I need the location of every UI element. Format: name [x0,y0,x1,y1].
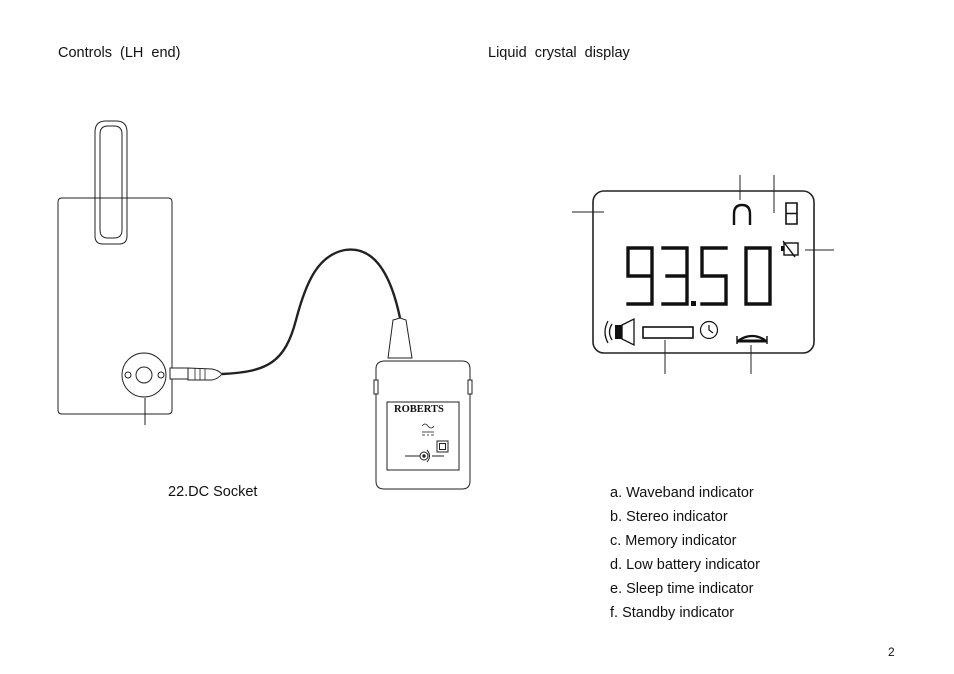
battery-icon [781,240,799,258]
legend-item: d. Low battery indicator [610,557,760,573]
lcd-frequency-digits [626,246,772,306]
legend-item: a. Waveband indicator [610,485,754,501]
mode-bar-indicator [642,326,694,339]
dc-socket-graphic [121,352,167,425]
memory-digit-segments [785,202,798,225]
legend-item: c. Memory indicator [610,533,737,549]
dc-socket-caption: 22.DC Socket [168,484,258,500]
bed-icon [736,334,768,344]
dc-cable [169,248,402,381]
page-number: 2 [888,645,895,659]
memory-digit: 8 [790,231,791,233]
indicator-legend: a. Waveband indicator b. Stereo indicato… [610,484,760,628]
headphones-icon [732,203,752,225]
clock-icon [699,320,719,340]
radio-end-illustration [57,120,173,415]
mains-adapter-illustration: ROBERTS [373,317,473,490]
legend-item: b. Stereo indicator [610,509,728,525]
controls-heading: Controls (LH end) [58,45,181,61]
adapter-brand-label: ROBERTS [394,404,444,415]
callout-lines [572,175,834,374]
lcd-heading: Liquid crystal display [488,45,630,61]
speaker-icon [604,317,635,347]
lcd-panel: 93.50 8 [572,175,834,374]
legend-item: e. Sleep time indicator [610,581,754,597]
lcd-frequency-readout: 93.50 [700,321,703,323]
legend-item: f. Standby indicator [610,605,735,621]
